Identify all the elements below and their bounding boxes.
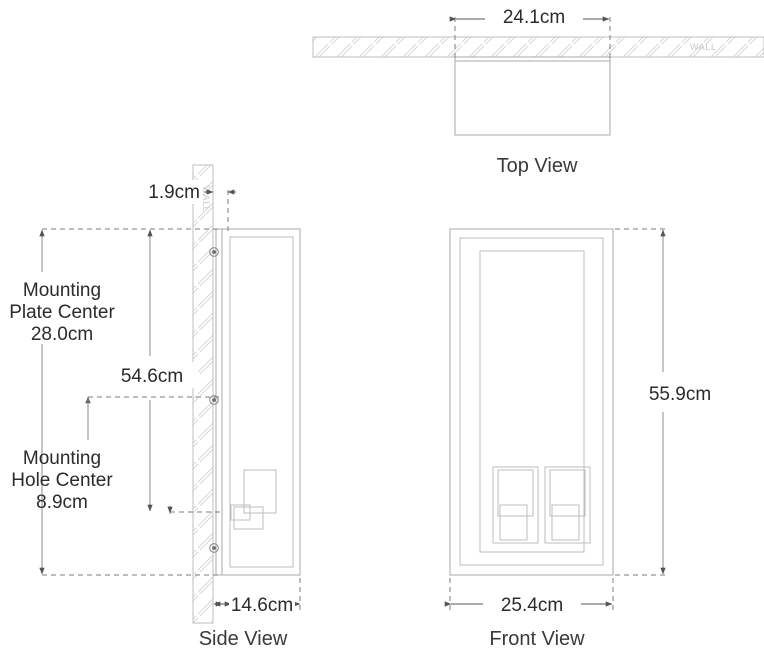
front-view-height-value: 55.9cm bbox=[649, 384, 711, 405]
front-view-width-dimension: 25.4cm bbox=[444, 578, 614, 616]
side-view-wall-label: WALL bbox=[201, 186, 211, 213]
front-view-fixture bbox=[449, 228, 614, 576]
side-view-wall-offset-value: 1.9cm bbox=[148, 182, 200, 203]
mounting-hole-marker bbox=[209, 247, 219, 257]
front-view-width-value: 25.4cm bbox=[501, 595, 563, 616]
side-view-depth-dimension: 14.6cm bbox=[213, 578, 301, 616]
top-view-wall: WALL bbox=[312, 36, 764, 58]
top-view-width-value: 24.1cm bbox=[503, 7, 565, 28]
top-view-width-dimension: 24.1cm bbox=[449, 6, 611, 58]
side-view-mounting-holes bbox=[209, 247, 219, 553]
side-view-group: WALL bbox=[9, 164, 301, 650]
front-view-lamps bbox=[492, 466, 591, 544]
side-view-wall-offset-dimension: 1.9cm bbox=[137, 180, 236, 232]
side-view-wall: WALL bbox=[192, 164, 214, 624]
lamp-left bbox=[492, 466, 539, 544]
mounting-plate-center-value: 28.0cm bbox=[31, 324, 93, 345]
mounting-plate-center-line1: Mounting bbox=[23, 280, 101, 301]
mounting-hole-marker bbox=[209, 395, 219, 405]
side-view-fixture bbox=[213, 228, 301, 576]
lamp-right bbox=[544, 466, 591, 544]
side-view-extension-lines bbox=[42, 228, 222, 576]
side-view-label: Side View bbox=[199, 628, 288, 650]
mounting-hole-center-line1: Mounting bbox=[23, 448, 101, 469]
top-view-wall-label: WALL bbox=[690, 42, 717, 52]
side-view-depth-value: 14.6cm bbox=[231, 595, 293, 616]
mounting-hole-center-value: 8.9cm bbox=[36, 492, 88, 513]
mounting-hole-center-line2: Hole Center bbox=[11, 470, 113, 491]
top-view-label: Top View bbox=[497, 155, 578, 177]
side-view-height-value: 54.6cm bbox=[121, 366, 183, 387]
mounting-hole-marker bbox=[209, 543, 219, 553]
front-view-group: 55.9cm 25.4cm Front View bbox=[444, 228, 730, 650]
mounting-hole-center-callout: Mounting Hole Center 8.9cm bbox=[11, 396, 173, 514]
mounting-plate-center-line2: Plate Center bbox=[9, 302, 115, 323]
mounting-plate-center-callout: Mounting Plate Center 28.0cm bbox=[9, 229, 115, 575]
front-view-height-dimension: 55.9cm bbox=[615, 228, 730, 576]
top-view-fixture bbox=[454, 56, 611, 136]
top-view-group: WALL 24.1cm Top View bbox=[312, 6, 764, 177]
front-view-label: Front View bbox=[489, 628, 585, 650]
side-view-height-dimension: 54.6cm bbox=[104, 229, 198, 512]
